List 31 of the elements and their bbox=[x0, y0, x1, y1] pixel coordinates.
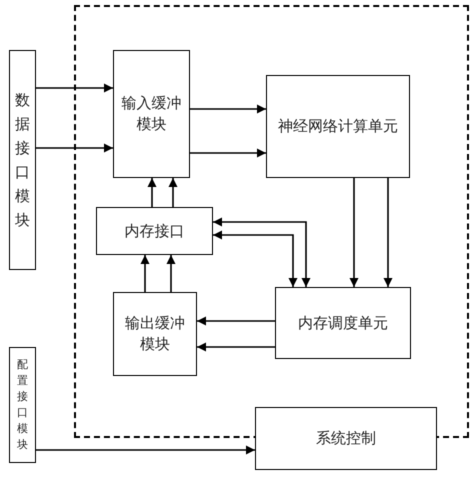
arrow bbox=[148, 178, 156, 207]
module-box bbox=[255, 407, 437, 470]
arrow bbox=[168, 178, 178, 207]
arrow bbox=[350, 178, 358, 287]
module-box bbox=[9, 347, 36, 463]
module-label: 输出缓冲模块 bbox=[124, 313, 186, 355]
module-box bbox=[113, 292, 197, 376]
module-label: 神经网络计算单元 bbox=[277, 116, 399, 137]
arrow bbox=[197, 342, 275, 352]
module-label: 内存接口 bbox=[124, 220, 186, 242]
arrow bbox=[213, 218, 310, 287]
arrow bbox=[166, 255, 176, 292]
arrow bbox=[384, 178, 392, 287]
module-label: 内存调度单元 bbox=[297, 312, 389, 334]
module-box bbox=[9, 50, 36, 270]
arrow bbox=[36, 144, 113, 152]
arrow bbox=[190, 148, 266, 158]
arrow bbox=[36, 446, 255, 454]
module-box bbox=[113, 50, 190, 178]
module-box bbox=[96, 207, 213, 255]
module-label: 系统控制 bbox=[315, 428, 377, 449]
arrow bbox=[197, 316, 275, 326]
module-label: 配置接口模块 bbox=[17, 357, 28, 453]
module-box bbox=[275, 287, 411, 359]
module-label: 输入缓冲模块 bbox=[120, 93, 182, 135]
module-box bbox=[266, 75, 410, 178]
module-label: 数据接口模块 bbox=[15, 90, 30, 231]
arrow bbox=[36, 84, 113, 92]
arrow bbox=[140, 255, 150, 292]
arrow bbox=[190, 104, 266, 114]
arrow bbox=[213, 230, 298, 287]
